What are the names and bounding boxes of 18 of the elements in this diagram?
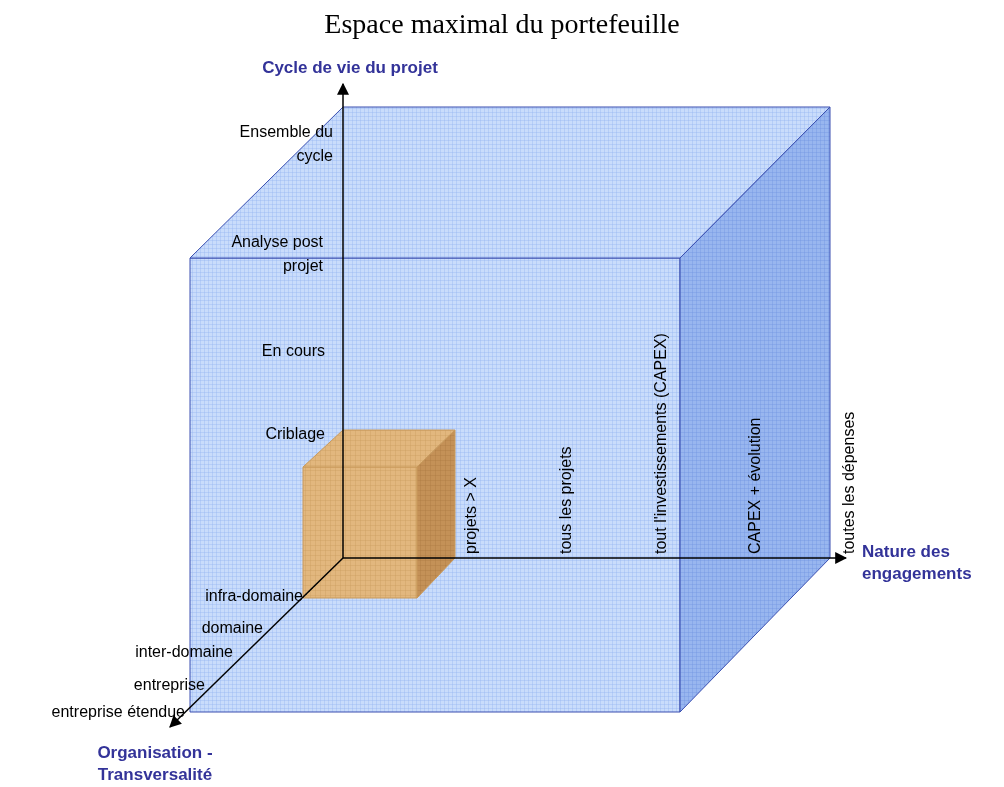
scale-label: toutes les dépenses [839,411,858,554]
scale-label: Analyse post projet [230,232,323,276]
scale-label: entreprise étendue [50,702,185,722]
scale-label: infra-domaine [204,586,303,606]
scale-label: Ensemble du cycle [238,122,333,166]
axis-title: Organisation - Transversalité [96,742,214,786]
scale-label: domaine [200,618,263,638]
scale-label: inter-domaine [134,642,233,662]
axis-title: Cycle de vie du projet [261,57,439,79]
scale-label: entreprise [132,675,205,695]
diagram-title: Espace maximal du portefeuille [323,8,681,40]
scale-label: En cours [260,341,325,361]
scale-label: tous les projets [556,446,575,554]
scale-label: CAPEX + évolution [745,417,764,554]
scale-label: tout l'investissements (CAPEX) [651,333,670,554]
scale-label: projets > X [461,477,480,554]
scale-label: Criblage [264,424,325,444]
axis-title: Nature des engagements [862,541,973,585]
